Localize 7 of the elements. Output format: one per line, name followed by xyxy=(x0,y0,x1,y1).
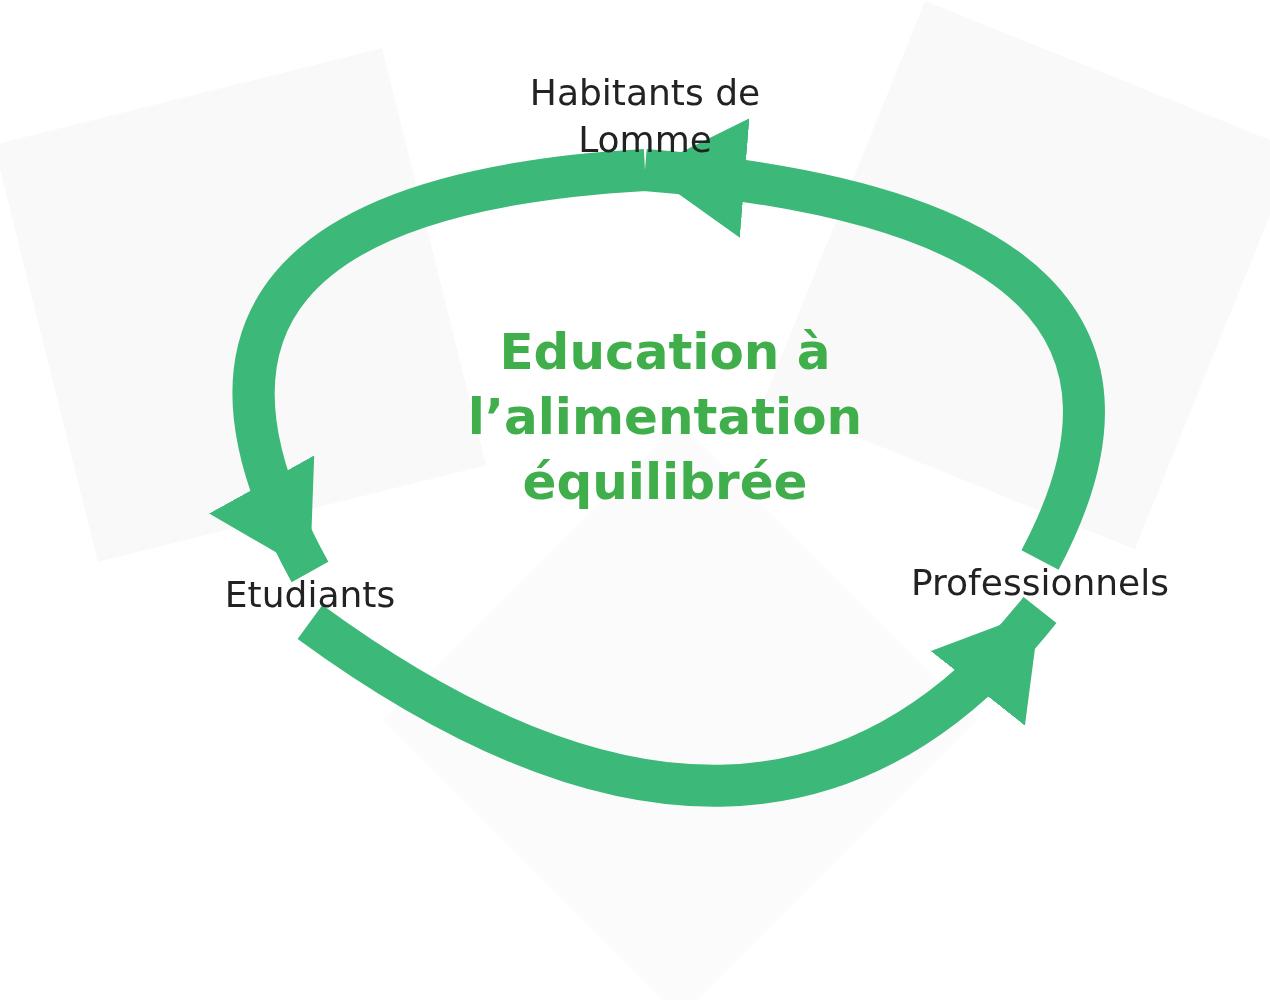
curved-arrow xyxy=(212,149,647,582)
curved-arrow xyxy=(642,121,1105,569)
node-label: Etudiants xyxy=(190,572,430,622)
node-label: Habitants de Lomme xyxy=(490,70,800,170)
node-label: Professionnels xyxy=(870,560,1210,610)
title: Education à l’alimentation équilibrée xyxy=(466,322,864,513)
curved-arrow xyxy=(298,596,1056,807)
